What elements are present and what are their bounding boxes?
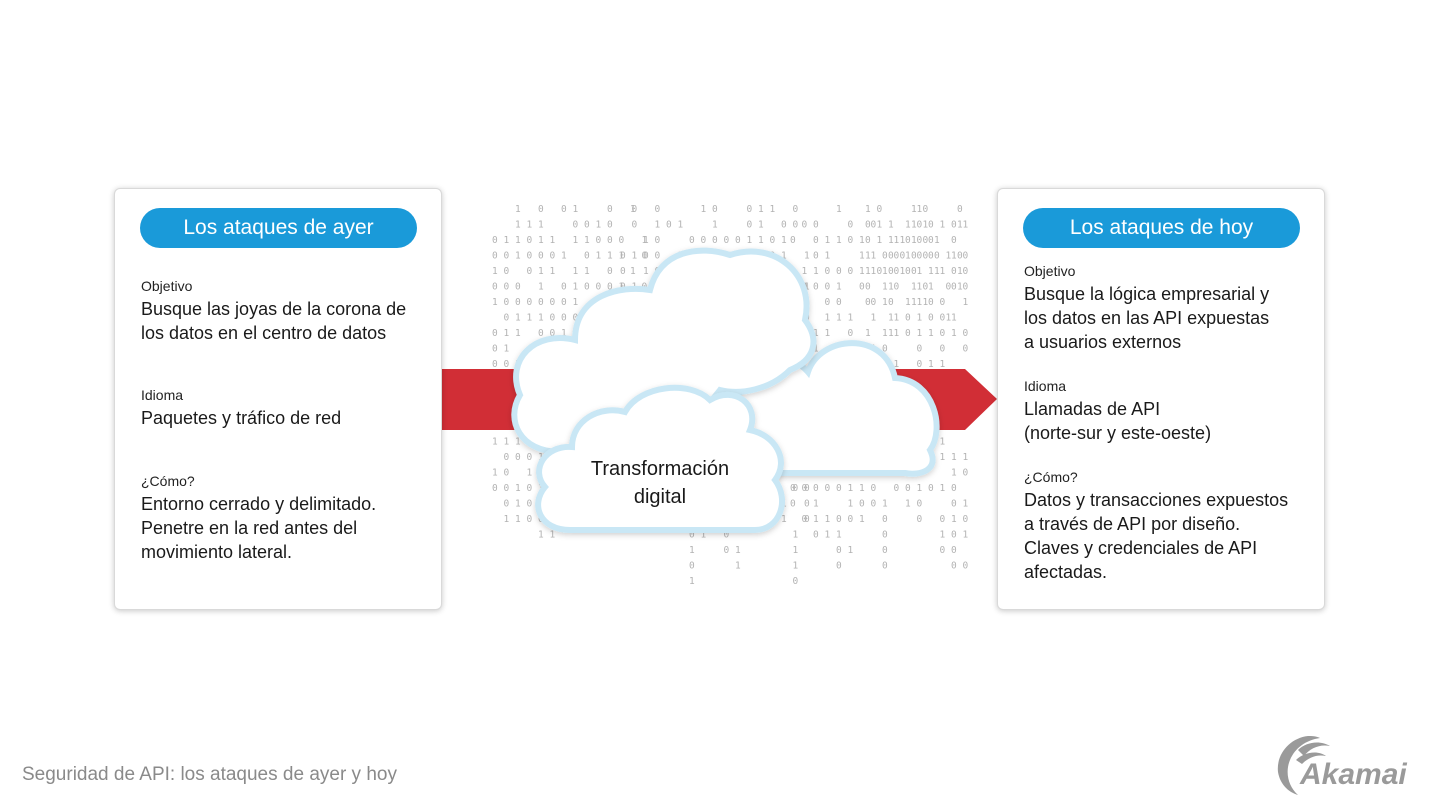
objective-text: Busque la lógica empresarial y los datos… (1024, 284, 1270, 352)
how-text: Datos y transacciones expuestos a través… (1024, 490, 1289, 582)
cloud-left-icon (511, 247, 817, 455)
language-text: Paquetes y tráfico de red (141, 408, 342, 428)
objective-section: Objetivo Busque las joyas de la corona d… (141, 278, 433, 345)
today-attacks-title: Los ataques de hoy (1023, 208, 1300, 248)
how-section: ¿Cómo? Entorno cerrado y delimitado. Pen… (141, 473, 433, 564)
objective-label: Objetivo (1024, 263, 1076, 279)
how-label: ¿Cómo? (1024, 469, 1078, 485)
akamai-logo: Akamai (1277, 736, 1407, 795)
footer-title: Seguridad de API: los ataques de ayer y … (22, 764, 397, 785)
language-section: Idioma Paquetes y tráfico de red (141, 387, 433, 430)
language-label: Idioma (141, 387, 184, 403)
cloud-front-icon (535, 384, 786, 533)
language-section: Idioma Llamadas de API (norte-sur y este… (1024, 378, 1316, 445)
how-text: Entorno cerrado y delimitado. Penetre en… (141, 494, 377, 562)
yesterday-attacks-title: Los ataques de ayer (140, 208, 417, 248)
language-text: Llamadas de API (norte-sur y este-oeste) (1024, 399, 1212, 443)
akamai-wave-icon (1277, 736, 1330, 795)
today-attacks-panel: Los ataques de hoy Objetivo Busque la ló… (997, 188, 1325, 610)
yesterday-attacks-panel: Los ataques de ayer Objetivo Busque las … (114, 188, 442, 610)
cloud-label: Transformación digital (590, 458, 730, 508)
objective-label: Objetivo (141, 278, 193, 294)
language-label: Idioma (1024, 378, 1067, 394)
logo-text: Akamai (1299, 758, 1407, 791)
objective-text: Busque las joyas de la corona de los dat… (141, 299, 407, 343)
how-section: ¿Cómo? Datos y transacciones expuestos a… (1024, 469, 1316, 584)
objective-section: Objetivo Busque la lógica empresarial y … (1024, 263, 1316, 354)
how-label: ¿Cómo? (141, 473, 195, 489)
